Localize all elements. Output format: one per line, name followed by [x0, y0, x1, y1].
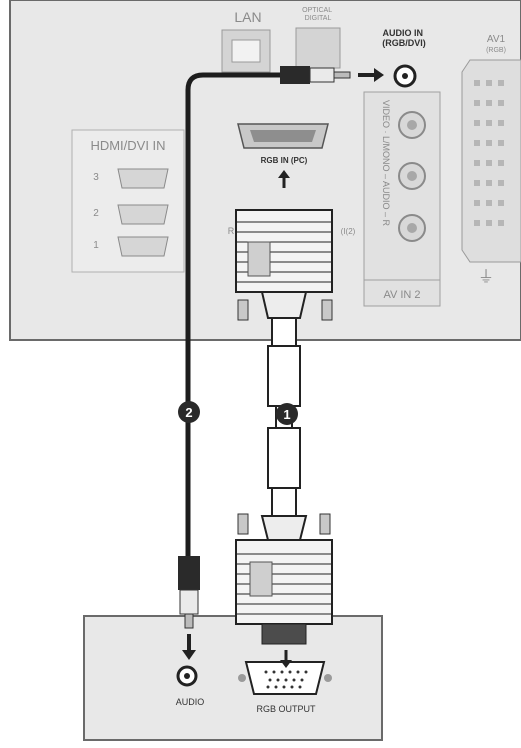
av-in2-block: VIDEO · L/MONO – AUDIO – R AV IN 2: [363, 91, 441, 307]
audio-in-label-line2: (RGB/DVI): [382, 38, 426, 48]
hdmi-port-3: 3: [93, 168, 169, 189]
step-1-badge: 1: [276, 403, 298, 425]
rgb-in-left-hint: R: [228, 226, 235, 236]
hdmi-port-3-number: 3: [93, 172, 99, 183]
hdmi-dvi-in-block: HDMI/DVI IN 3 2 1: [71, 129, 185, 273]
step-2-number: 2: [185, 405, 192, 420]
step-1-number: 1: [283, 407, 290, 422]
pc-rgb-output-label: RGB OUTPUT: [256, 704, 316, 714]
optical-label-line2: DIGITAL: [305, 15, 332, 22]
optical-label: OPTICAL DIGITAL: [302, 7, 334, 22]
lan-port: LAN: [221, 9, 271, 73]
pc-rear-panel: AUDIO RGB OUTPUT: [83, 615, 383, 741]
scart-glyph-icon: ⏚: [478, 268, 494, 286]
av1-label: AV1: [487, 34, 506, 45]
rgb-cable: [235, 209, 333, 645]
av-in-vertical-label: VIDEO · L/MONO – AUDIO – R: [381, 100, 391, 227]
optical-label-line1: OPTICAL: [302, 7, 332, 14]
audio-cable: [178, 66, 384, 660]
rgb-in-label: RGB IN (PC): [261, 156, 308, 165]
lan-label: LAN: [234, 9, 261, 25]
av1-scart-port: AV1 (RGB) ⏚: [461, 34, 521, 286]
pc-audio-label: AUDIO: [176, 697, 205, 707]
rgb-in-port: RGB IN (PC) R (I(2): [228, 123, 356, 236]
hdmi-port-1-number: 1: [93, 240, 99, 251]
hdmi-label: HDMI/DVI IN: [90, 138, 165, 153]
pc-audio-port: AUDIO: [176, 665, 205, 707]
audio-in-label: AUDIO IN (RGB/DVI): [382, 28, 426, 48]
step-2-badge: 2: [178, 401, 200, 423]
pc-rgb-output-port: RGB OUTPUT: [238, 650, 332, 714]
av1-sub-label: (RGB): [486, 47, 506, 54]
hdmi-port-2: 2: [93, 204, 169, 225]
audio-in-label-line1: AUDIO IN: [382, 28, 423, 38]
hdmi-port-1: 1: [93, 236, 169, 257]
audio-in-port: AUDIO IN (RGB/DVI): [382, 28, 426, 88]
rgb-in-right-hint: (I(2): [341, 227, 356, 236]
av-in2-label: AV IN 2: [383, 289, 420, 301]
hdmi-port-2-number: 2: [93, 208, 99, 219]
